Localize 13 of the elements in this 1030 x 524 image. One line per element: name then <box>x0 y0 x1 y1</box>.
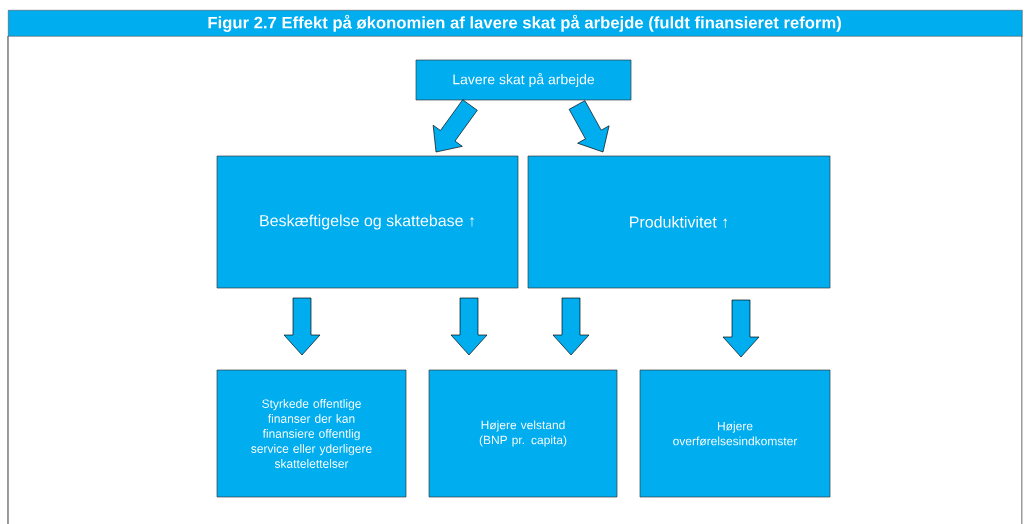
block-arrow <box>283 297 321 356</box>
process-box: Beskæftigelse og skattebase ↑ <box>216 155 519 289</box>
process-box: Styrkede offentlige finanser der kan finansiere offentlig service eller yderligere skattelettelser <box>216 369 407 498</box>
block-arrow <box>568 100 610 153</box>
process-box: Højere overførelsesindkomster <box>639 369 831 498</box>
title-bar: Figur 2.7 Effekt på økonomien af lavere skat på arbejde (fuldt finansieret reform) <box>8 10 1023 37</box>
block-arrow <box>552 297 590 356</box>
block-arrow <box>722 299 760 358</box>
process-box: Produktivitet ↑ <box>527 155 831 289</box>
process-box: Lavere skat på arbejde <box>415 59 632 101</box>
block-arrow <box>450 297 488 356</box>
process-box: Højere velstand (BNP pr. capita) <box>428 369 618 498</box>
block-arrow <box>432 99 478 153</box>
